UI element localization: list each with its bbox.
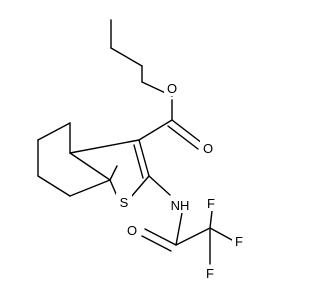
bond-c2-s [130, 175, 150, 198]
bond-carbonyl-to-c3 [138, 119, 173, 141]
atom-label-ester-carbonyl-oxygen: O [203, 141, 213, 156]
bond-amide-double-b [141, 235, 172, 252]
atom-label-ring-sulfur: S [120, 195, 129, 210]
bond-carbonyl-double-a [171, 119, 203, 144]
bond-cf3-f-right [209, 227, 233, 241]
molecule-canvas: O O S NH O F F F [37, 19, 244, 281]
bond-c7a-inner [109, 165, 118, 181]
atom-label-amide-nitrogen: NH [171, 198, 190, 213]
bond-c2-nh [148, 175, 171, 196]
bond-carbonyl-double-b [167, 125, 199, 150]
bond-cf3-f-top [209, 210, 213, 229]
atom-label-fluorine-right: F [235, 234, 243, 249]
bond-c3a-c3 [69, 139, 140, 154]
atom-label-amide-oxygen: O [127, 223, 137, 238]
bond-ring-bottom-left [37, 175, 71, 197]
atom-label-fluorine-top: F [207, 196, 215, 211]
bond-ring-top-left [37, 122, 71, 141]
bond-carbonyl-cf3 [175, 227, 211, 246]
bond-s-c7a [109, 179, 118, 197]
atom-label-ester-ether-oxygen: O [167, 81, 177, 96]
bond-nh-carbonyl [175, 212, 183, 246]
bond-propyl-2 [110, 47, 143, 67]
bond-c3-c2-double-a [138, 139, 150, 177]
atom-label-fluorine-bottom: F [206, 266, 214, 281]
bond-ring-bottom [69, 179, 111, 197]
bond-c3a-c7a-a [69, 152, 111, 181]
bond-c3-c2-double-b [133, 144, 144, 179]
bond-amide-double-a [144, 228, 177, 246]
molecule-structure: O O S NH O F F F [37, 19, 244, 281]
